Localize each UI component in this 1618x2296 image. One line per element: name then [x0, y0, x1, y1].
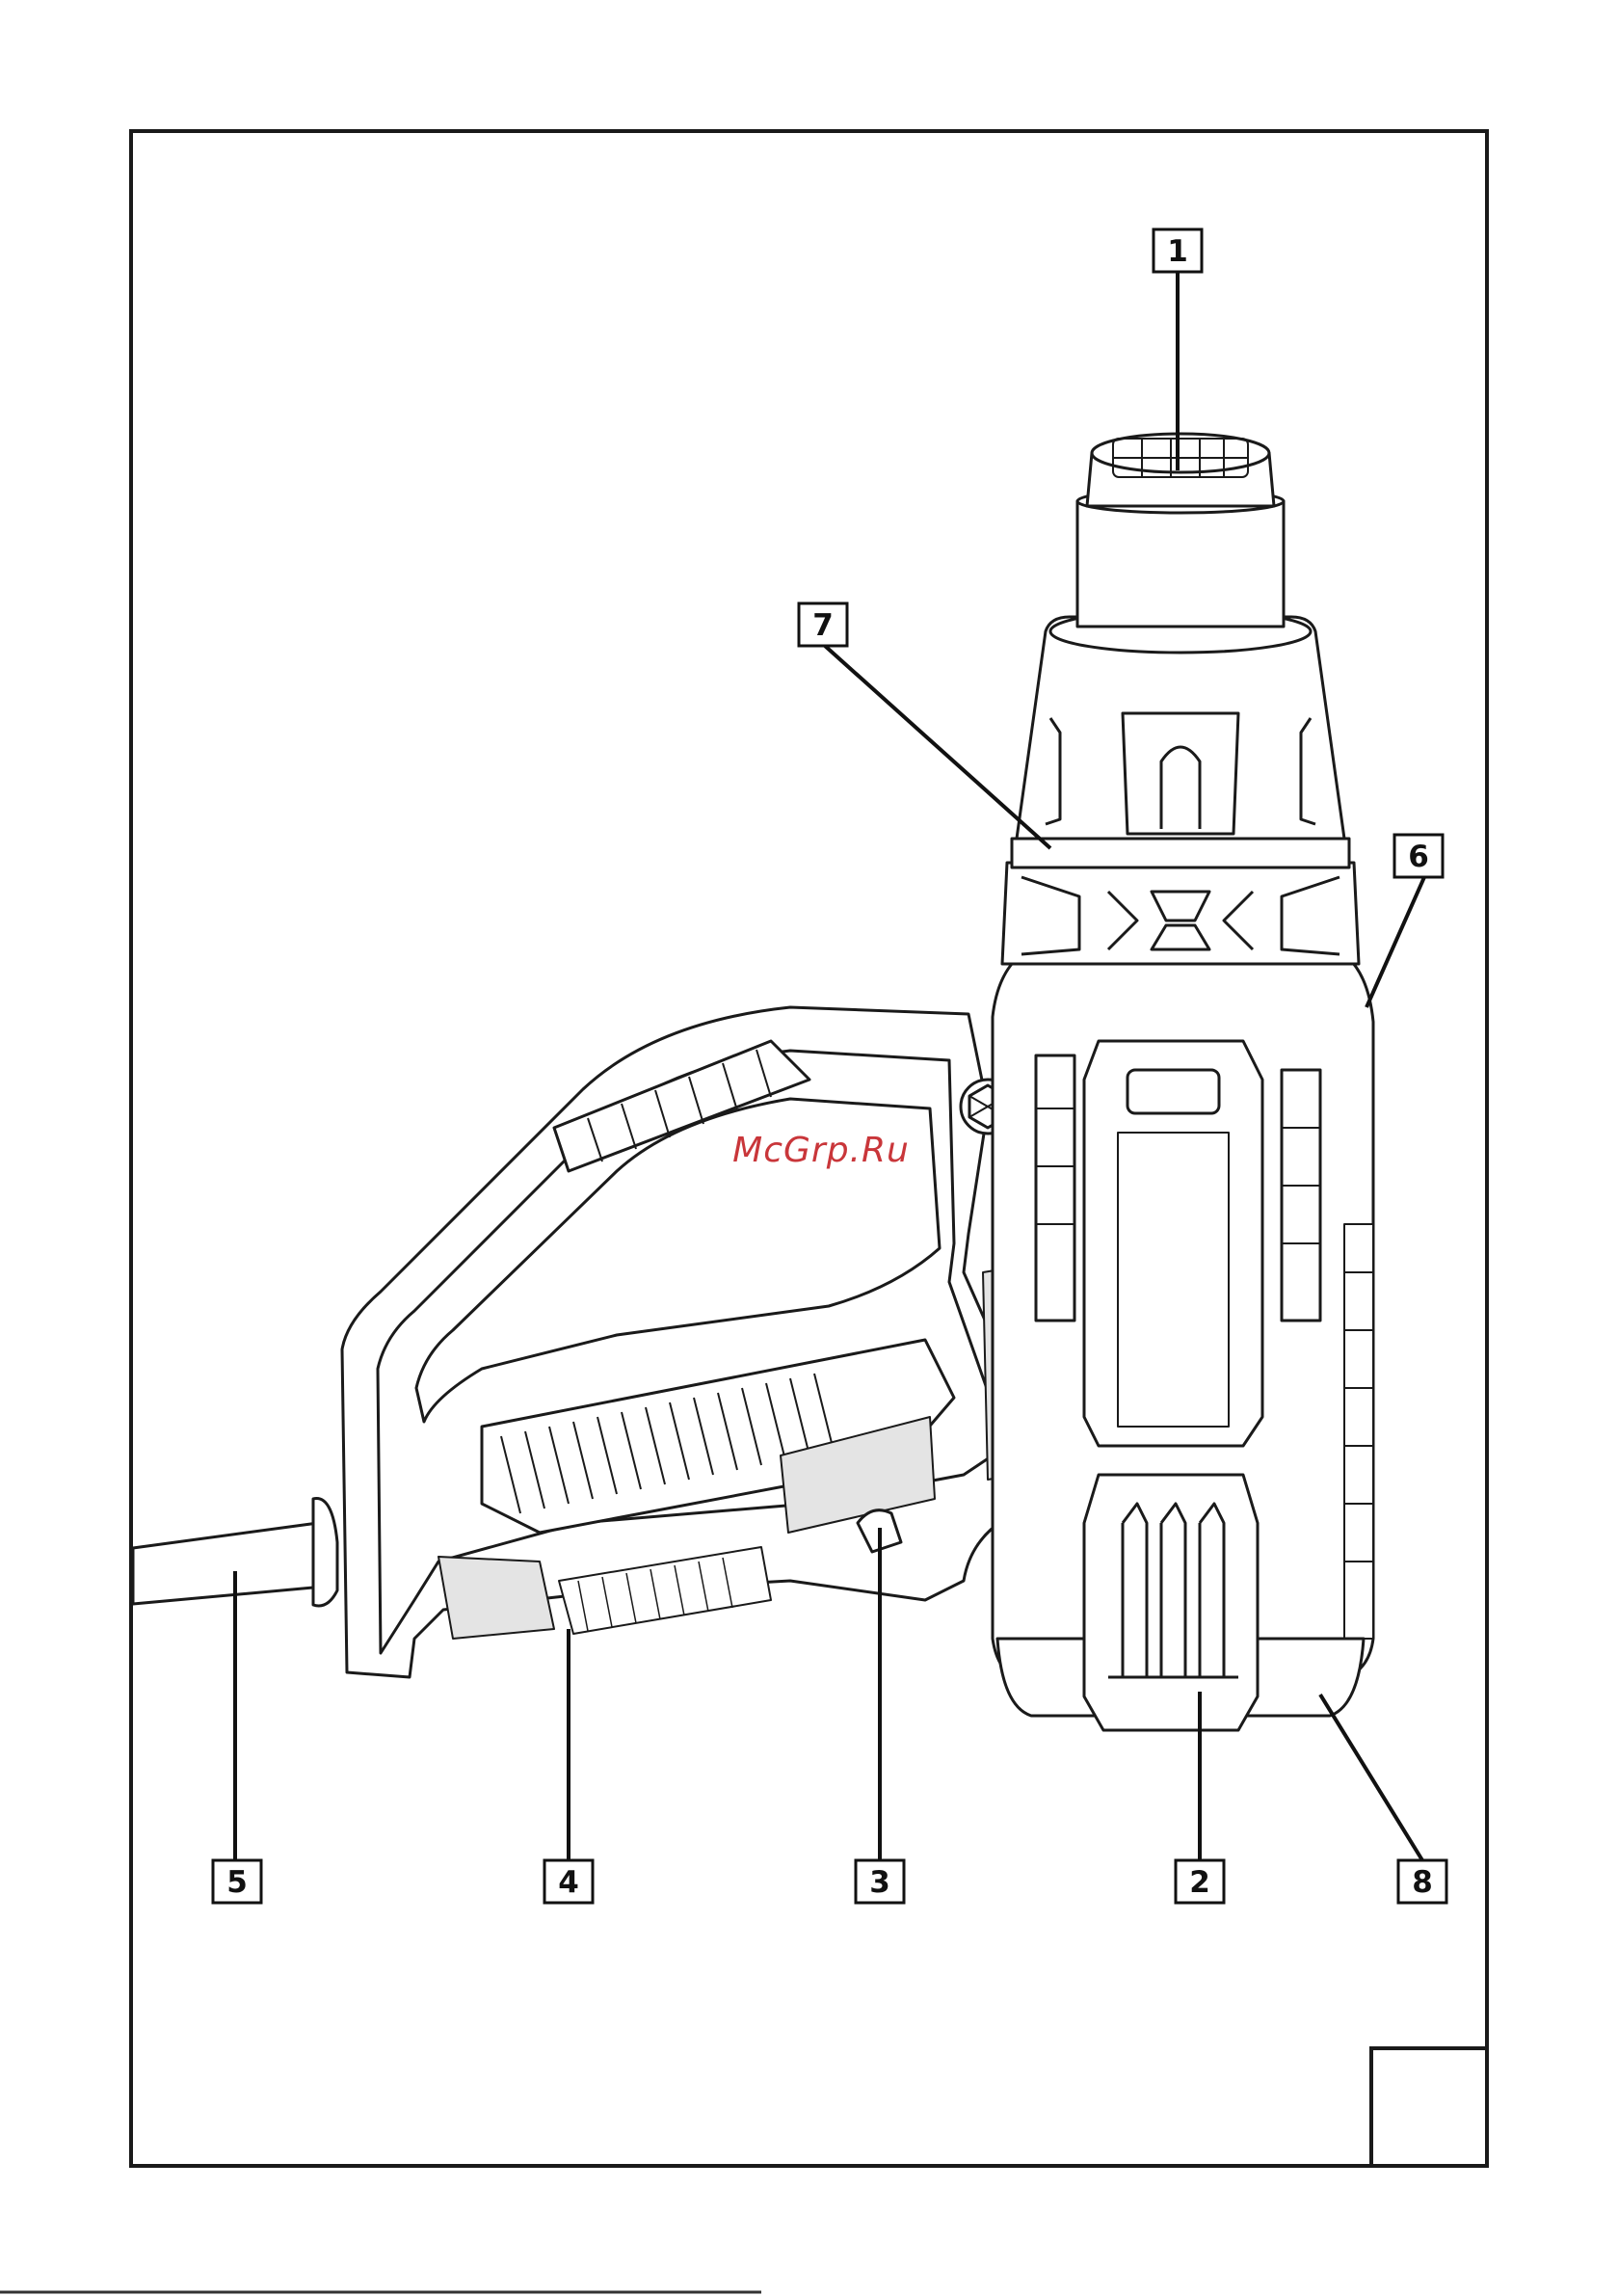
power-cord	[133, 1523, 324, 1604]
watermark: McGrp.Ru	[732, 1131, 910, 1170]
callout-4: 4	[544, 1860, 593, 1903]
heat-gun-illustration	[133, 434, 1373, 1730]
handle	[313, 1007, 1041, 1677]
callout-6-label: 6	[1408, 840, 1429, 874]
switch	[1084, 1475, 1258, 1730]
neck-rings	[1002, 839, 1359, 964]
callout-3-label: 3	[869, 1865, 890, 1900]
housing	[993, 954, 1373, 1730]
callout-1: 1	[1154, 229, 1202, 272]
callout-8-label: 8	[1412, 1865, 1433, 1900]
callout-1-label: 1	[1167, 234, 1188, 269]
callout-6: 6	[1394, 835, 1443, 877]
callout-2: 2	[1176, 1860, 1224, 1903]
callout-3: 3	[856, 1860, 904, 1903]
grip-texture-left	[438, 1557, 554, 1639]
nozzle-collar	[1017, 610, 1344, 839]
leader-8	[1320, 1695, 1422, 1860]
callout-5: 5	[213, 1860, 261, 1903]
callout-4-label: 4	[558, 1865, 579, 1900]
callout-8: 8	[1398, 1860, 1446, 1903]
callout-5-label: 5	[226, 1865, 248, 1900]
callout-7: 7	[799, 603, 847, 646]
callout-7-label: 7	[812, 608, 834, 643]
page-number-box	[1371, 2048, 1487, 2166]
leader-6	[1366, 877, 1424, 1007]
leader-7	[825, 646, 1050, 848]
nozzle	[1077, 434, 1284, 627]
callout-2-label: 2	[1189, 1865, 1210, 1900]
